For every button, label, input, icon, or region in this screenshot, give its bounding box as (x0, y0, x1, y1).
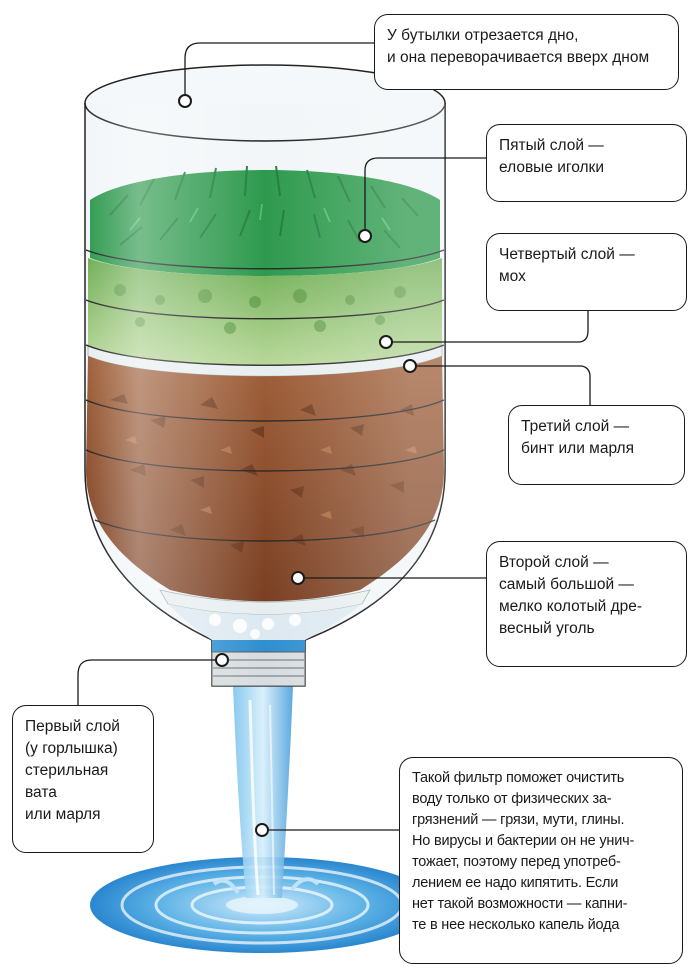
callout-line: Третий слой — (521, 416, 672, 438)
callout-line: Но вирусы и бактерии он не унич- (412, 831, 670, 852)
callout-line: мелко колотый дре- (499, 596, 674, 618)
callout-line: мох (499, 266, 674, 288)
callout-line: (у горлышка) (25, 738, 141, 760)
callout-line: вата (25, 782, 141, 804)
callout-line: самый большой — (499, 574, 674, 596)
callout-layer2-charcoal: Второй слой — самый большой — мелко коло… (486, 541, 687, 667)
callout-line: весный уголь (499, 618, 674, 640)
callout-line: тожает, поэтому перед употреб- (412, 852, 670, 873)
callout-line: Четвертый слой — (499, 244, 674, 266)
callout-line: еловые иголки (499, 157, 674, 179)
callout-line: нет такой возможности — капни- (412, 894, 670, 915)
callout-line: стерильная (25, 760, 141, 782)
callout-layer4-moss: Четвертый слой — мох (486, 233, 687, 311)
callout-line: Пятый слой — (499, 135, 674, 157)
callout-line: или марля (25, 804, 141, 826)
callout-line: Второй слой — (499, 552, 674, 574)
callout-line: те в нее несколько капель йода (412, 915, 670, 936)
callout-line: У бутылки отрезается дно, (387, 25, 666, 47)
callout-line: грязнений — грязи, мути, глины. (412, 810, 670, 831)
callout-bottle-top: У бутылки отрезается дно, и она перевора… (374, 14, 679, 90)
callout-layer1-cotton: Первый слой (у горлышка) стерильная вата… (12, 705, 154, 853)
callout-filter-note: Такой фильтр поможет очистить воду тольк… (399, 757, 683, 964)
callout-line: бинт или марля (521, 438, 672, 460)
callout-line: и она переворачивается вверх дном (387, 47, 666, 69)
callout-line: лением ее надо кипятить. Если (412, 873, 670, 894)
callout-line: воду только от физических за- (412, 789, 670, 810)
callout-layer5-needles: Пятый слой — еловые иголки (486, 124, 687, 202)
callout-line: Такой фильтр поможет очистить (412, 768, 670, 789)
callout-layer3-gauze: Третий слой — бинт или марля (508, 405, 685, 485)
callout-line: Первый слой (25, 716, 141, 738)
